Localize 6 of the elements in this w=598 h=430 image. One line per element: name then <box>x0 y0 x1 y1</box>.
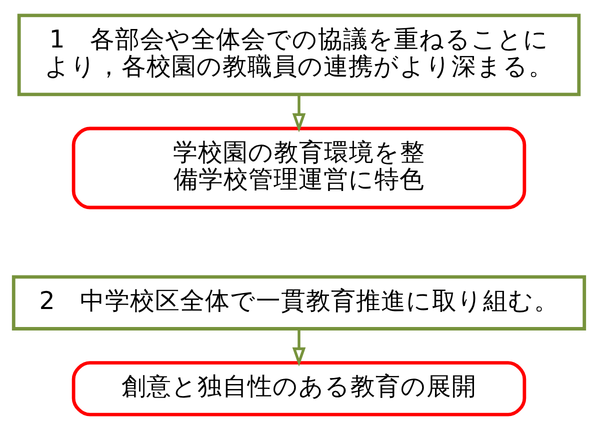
node-box: 学校園の教育環境を整備学校管理運営に特色 <box>72 126 526 210</box>
node-box: 2 中学校区全体で一貫教育推進に取り組む。 <box>12 275 586 330</box>
node-box: 創意と独自性のある教育の展開 <box>72 361 526 416</box>
node-box: 1 各部会や全体会での協議を重ねることにより，各校園の教職員の連携がより深まる。 <box>17 14 581 96</box>
arrow <box>292 329 306 367</box>
arrow <box>292 94 306 132</box>
